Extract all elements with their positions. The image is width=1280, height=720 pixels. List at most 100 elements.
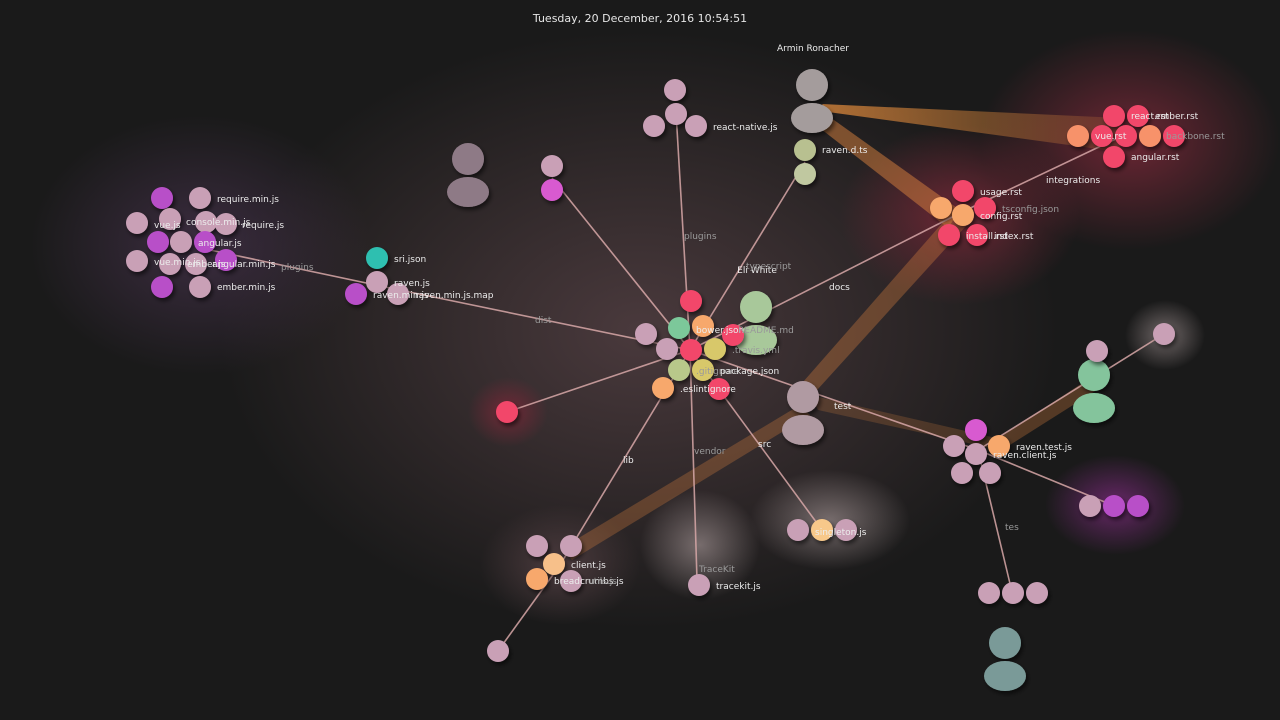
file-node[interactable] (1091, 125, 1113, 147)
file-node[interactable] (1163, 125, 1185, 147)
dir-label: TraceKit (698, 565, 735, 575)
file-node[interactable] (794, 139, 816, 161)
user-avatar[interactable] (735, 291, 777, 355)
dir-label: plugins (281, 263, 314, 273)
file-node[interactable] (652, 377, 674, 399)
file-node[interactable] (685, 115, 707, 137)
file-node[interactable] (704, 338, 726, 360)
file-node[interactable] (938, 224, 960, 246)
file-node[interactable] (126, 212, 148, 234)
file-node[interactable] (1139, 125, 1161, 147)
file-node[interactable] (159, 253, 181, 275)
file-label: backbone.rst (1166, 132, 1225, 142)
file-node[interactable] (952, 204, 974, 226)
file-node[interactable] (978, 582, 1000, 604)
file-node[interactable] (159, 208, 181, 230)
file-node[interactable] (560, 535, 582, 557)
file-label: angular.rst (1131, 153, 1180, 163)
users[interactable] (447, 69, 1115, 691)
file-node[interactable] (526, 568, 548, 590)
file-node[interactable] (541, 179, 563, 201)
file-node[interactable] (952, 180, 974, 202)
file-node[interactable] (189, 276, 211, 298)
file-node[interactable] (951, 462, 973, 484)
file-node[interactable] (688, 574, 710, 596)
file-label: tracekit.js (716, 582, 761, 592)
file-node[interactable] (794, 163, 816, 185)
dir-label: vendor (694, 447, 726, 457)
file-node[interactable] (543, 553, 565, 575)
dir-label: plugins (684, 232, 717, 242)
file-node[interactable] (526, 535, 548, 557)
file-node[interactable] (1115, 125, 1137, 147)
user-avatar[interactable] (447, 143, 489, 207)
user-avatar[interactable] (1073, 359, 1115, 423)
file-node[interactable] (1067, 125, 1089, 147)
file-node[interactable] (930, 197, 952, 219)
file-node[interactable] (189, 187, 211, 209)
file-node[interactable] (1103, 105, 1125, 127)
file-label: raven.client.js (993, 451, 1057, 461)
file-node[interactable] (541, 155, 563, 177)
file-node[interactable] (988, 435, 1010, 457)
file-node[interactable] (1086, 340, 1108, 362)
file-node[interactable] (366, 247, 388, 269)
file-node[interactable] (835, 519, 857, 541)
file-node[interactable] (708, 378, 730, 400)
file-node[interactable] (943, 435, 965, 457)
file-node[interactable] (215, 213, 237, 235)
file-node[interactable] (1026, 582, 1048, 604)
file-label: vue.min.js (154, 258, 201, 268)
file-node[interactable] (1103, 495, 1125, 517)
user-avatar[interactable] (782, 381, 824, 445)
file-node[interactable] (668, 317, 690, 339)
file-node[interactable] (366, 271, 388, 293)
file-node[interactable] (185, 253, 207, 275)
file-label: bower.json (696, 326, 744, 336)
file-node[interactable] (966, 224, 988, 246)
file-node[interactable] (635, 323, 657, 345)
file-label: tsconfig.json (1002, 205, 1059, 215)
user-avatar[interactable] (791, 69, 833, 133)
user-avatar[interactable] (984, 627, 1026, 691)
file-node[interactable] (387, 283, 409, 305)
file-node[interactable] (1079, 495, 1101, 517)
file-label: usage.rst (980, 188, 1022, 198)
file-node[interactable] (215, 249, 237, 271)
file-node[interactable] (965, 419, 987, 441)
file-node[interactable] (151, 276, 173, 298)
file-node[interactable] (194, 231, 216, 253)
file-node[interactable] (979, 462, 1001, 484)
file-node[interactable] (1002, 582, 1024, 604)
file-node[interactable] (170, 231, 192, 253)
file-node[interactable] (151, 187, 173, 209)
file-node[interactable] (1127, 495, 1149, 517)
file-node[interactable] (787, 519, 809, 541)
file-node[interactable] (656, 338, 678, 360)
file-label: utils.js (588, 577, 617, 587)
file-node[interactable] (147, 231, 169, 253)
file-node[interactable] (560, 570, 582, 592)
file-node[interactable] (680, 339, 702, 361)
file-node[interactable] (487, 640, 509, 662)
file-node[interactable] (1127, 105, 1149, 127)
file-node[interactable] (692, 359, 714, 381)
file-node[interactable] (1153, 323, 1175, 345)
file-node[interactable] (664, 79, 686, 101)
file-node[interactable] (965, 443, 987, 465)
file-label: .gitignore (696, 367, 740, 377)
file-node[interactable] (665, 103, 687, 125)
file-label: install.rst (966, 232, 1008, 242)
file-node[interactable] (680, 290, 702, 312)
file-node[interactable] (668, 359, 690, 381)
file-node[interactable] (496, 401, 518, 423)
file-node[interactable] (722, 324, 744, 346)
file-node[interactable] (692, 315, 714, 337)
file-node[interactable] (126, 250, 148, 272)
file-node[interactable] (974, 197, 996, 219)
file-node[interactable] (643, 115, 665, 137)
file-node[interactable] (345, 283, 367, 305)
file-node[interactable] (195, 211, 217, 233)
file-node[interactable] (811, 519, 833, 541)
file-node[interactable] (1103, 146, 1125, 168)
